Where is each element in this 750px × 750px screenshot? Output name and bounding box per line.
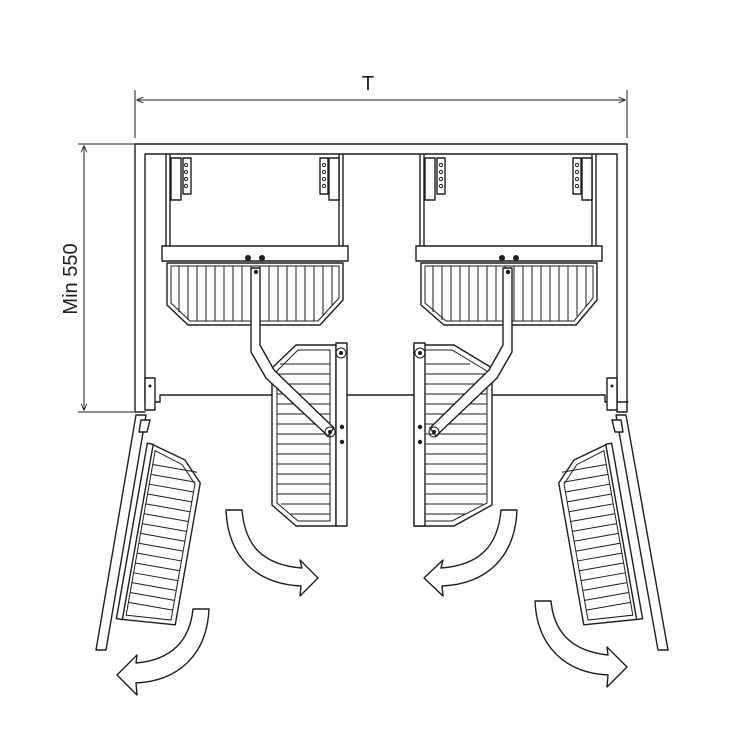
open-door-right bbox=[558, 414, 669, 651]
open-door-left bbox=[95, 414, 201, 651]
depth-label: Min 550 bbox=[60, 243, 82, 314]
wall-mount-rails bbox=[165, 154, 597, 247]
motion-arrow-outer-left bbox=[116, 608, 210, 696]
width-label: T bbox=[362, 73, 374, 95]
upper-basket-left bbox=[161, 245, 349, 326]
cabinet-outline bbox=[134, 143, 629, 413]
depth-dimension: Min 550 bbox=[60, 143, 134, 413]
swing-arm-left bbox=[250, 267, 336, 438]
middle-basket-right bbox=[413, 342, 493, 527]
middle-basket-left bbox=[271, 342, 348, 527]
motion-arrow-center-right bbox=[423, 509, 518, 597]
width-dimension: T bbox=[134, 73, 628, 138]
motion-arrow-center-left bbox=[225, 509, 319, 597]
swing-arm-right bbox=[428, 267, 513, 438]
motion-arrow-outer-right bbox=[534, 600, 628, 688]
